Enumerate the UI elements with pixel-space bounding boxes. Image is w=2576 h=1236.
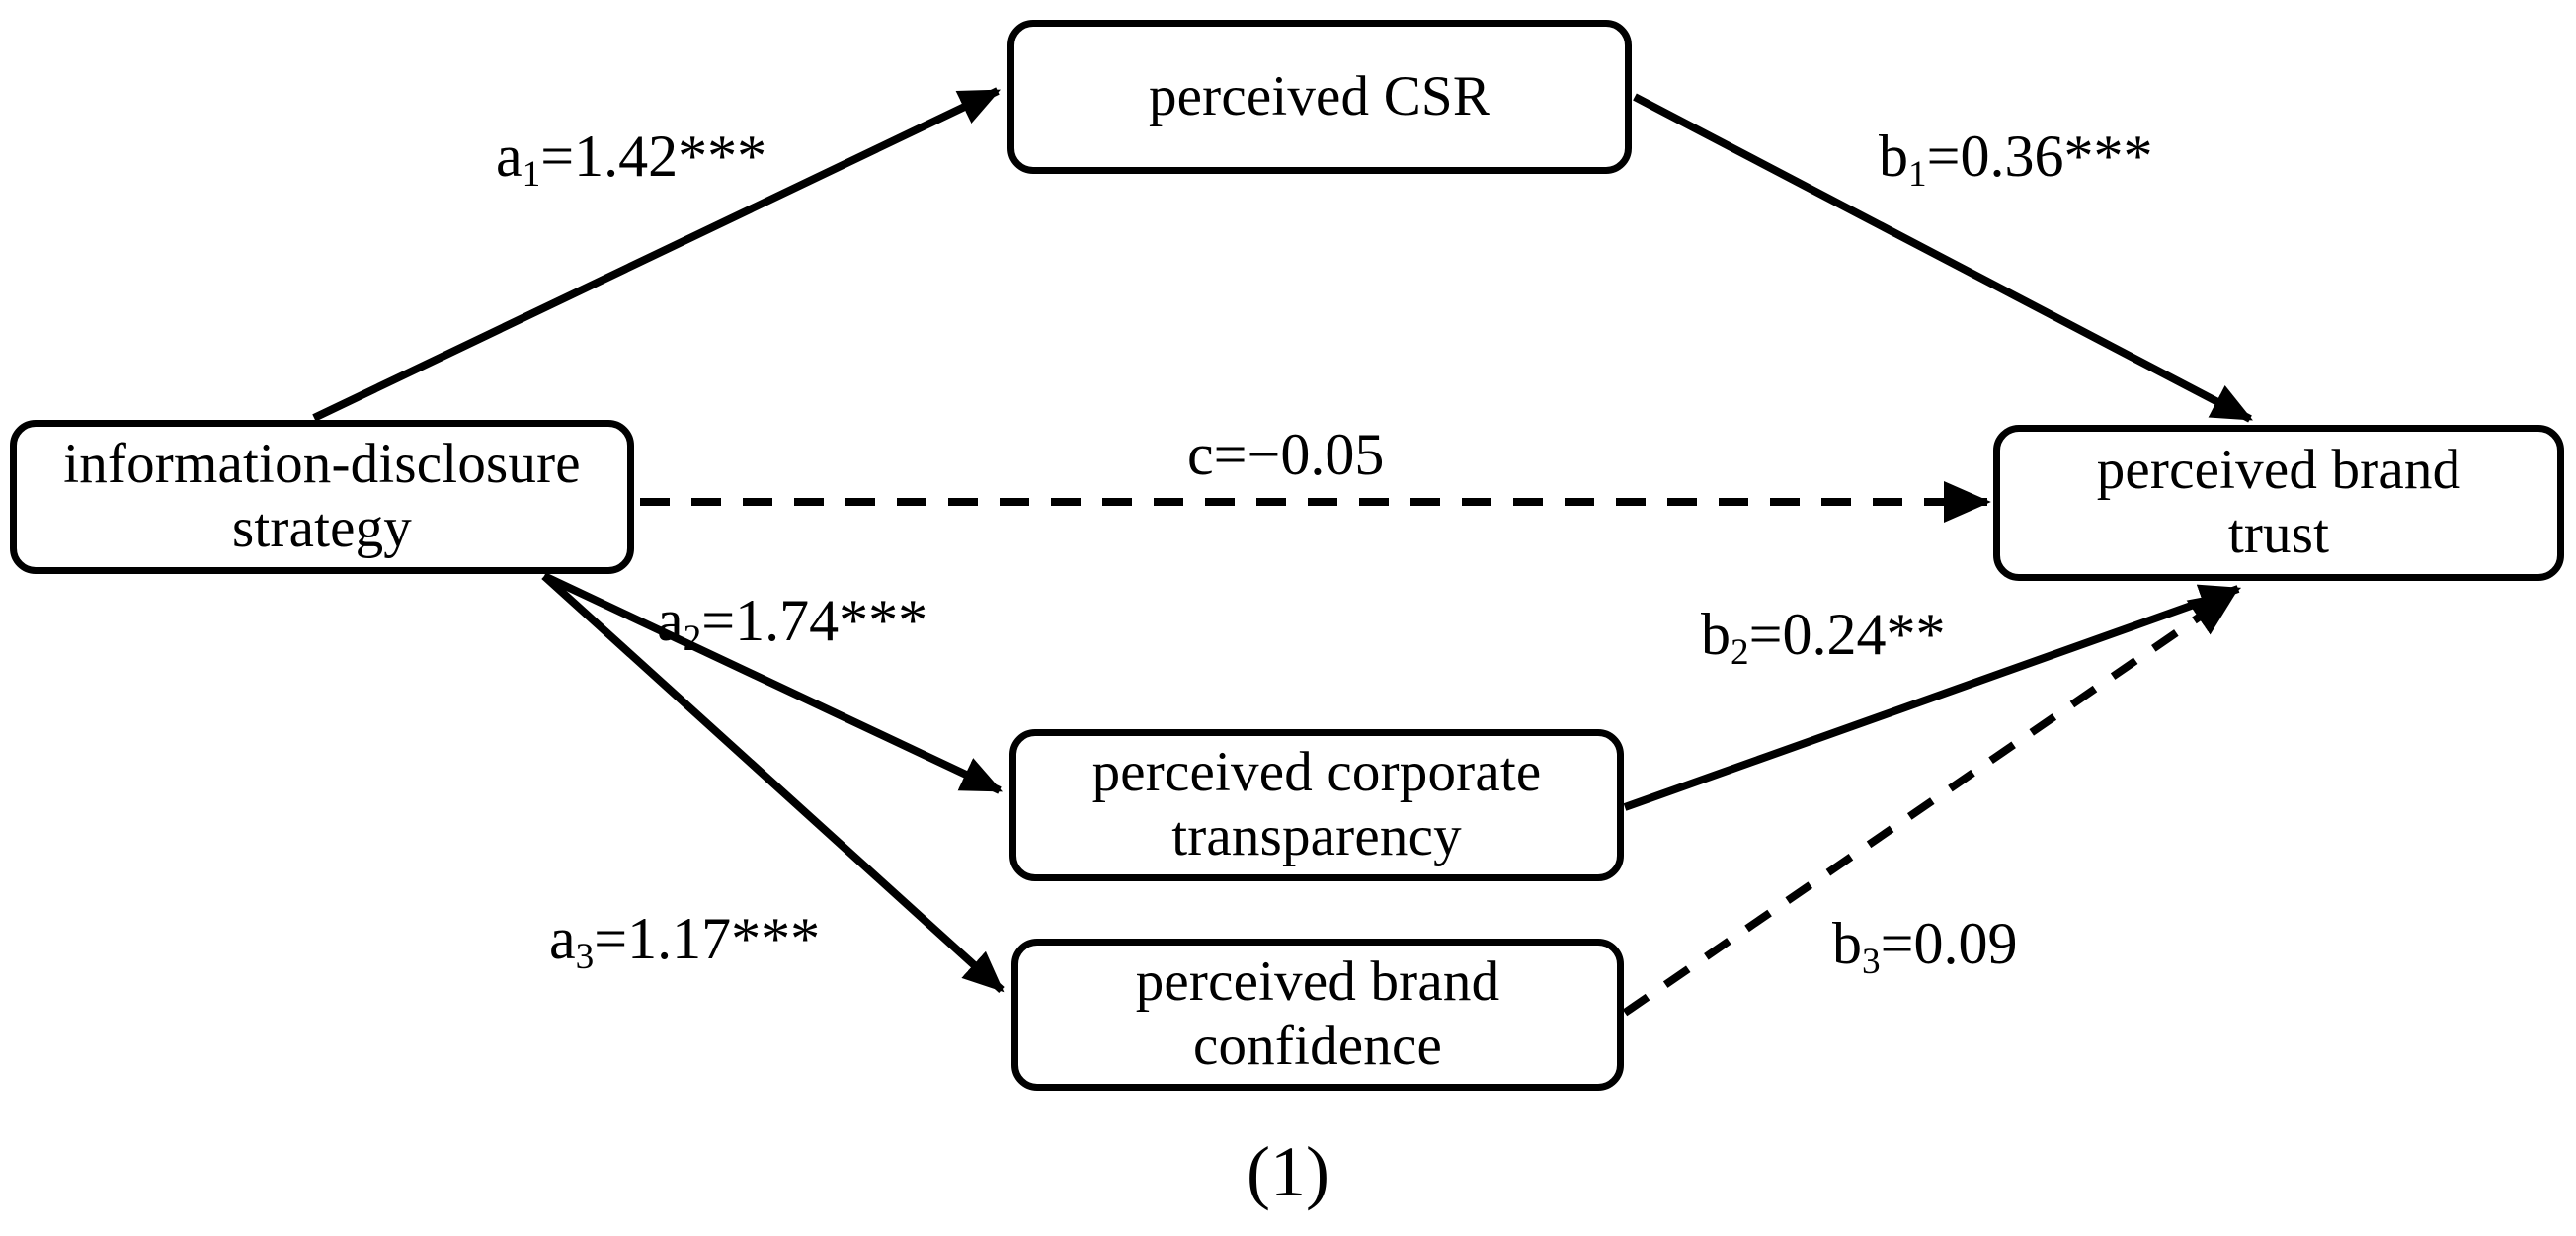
edge-label-a1: a1=1.42***	[496, 124, 767, 195]
node-perceived-brand-confidence[interactable]: perceived brand confidence	[1011, 939, 1624, 1091]
node-label: perceived corporate transparency	[1091, 741, 1542, 867]
node-perceived-csr[interactable]: perceived CSR	[1007, 20, 1632, 174]
edge-label-b2: b2=0.24**	[1701, 602, 1946, 673]
edge-b3	[1622, 589, 2238, 1017]
edge-label-b1: b1=0.36***	[1879, 124, 2153, 195]
node-label: perceived brand trust	[2096, 439, 2461, 565]
node-label: information-disclosure strategy	[63, 433, 581, 559]
edge-a2	[542, 572, 1004, 794]
node-perceived-brand-trust[interactable]: perceived brand trust	[1993, 425, 2564, 581]
edge-label-a2: a2=1.74***	[657, 588, 928, 659]
edge-label-b3: b3=0.09	[1832, 911, 2018, 982]
node-perceived-corporate-transparency[interactable]: perceived corporate transparency	[1009, 729, 1624, 881]
edge-b1	[1633, 93, 2253, 423]
node-label: perceived CSR	[1148, 64, 1491, 127]
edge-a3	[541, 573, 1005, 993]
figure-caption: (1)	[1247, 1132, 1329, 1211]
edge-a1	[312, 87, 1002, 422]
edge-label-a3: a3=1.17***	[549, 906, 821, 977]
node-information-disclosure-strategy[interactable]: information-disclosure strategy	[10, 420, 634, 574]
node-label: perceived brand confidence	[1135, 950, 1500, 1077]
edge-b2	[1623, 584, 2242, 811]
edge-label-c: c=−0.05	[1187, 422, 1385, 487]
